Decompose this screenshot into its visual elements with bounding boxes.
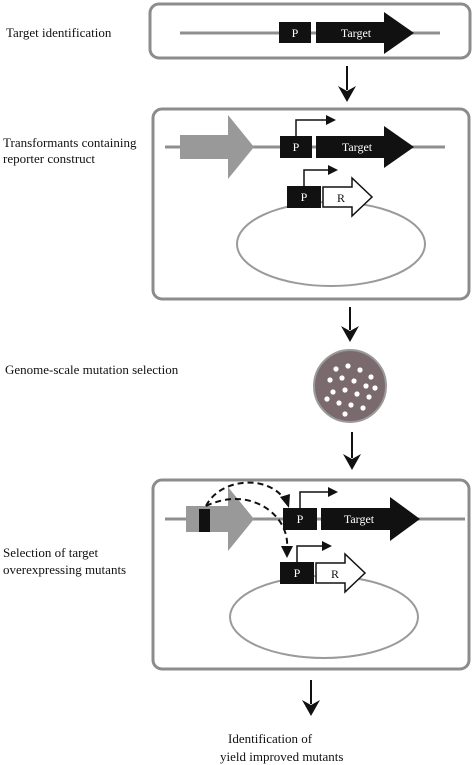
target-gene-label: Target [344, 512, 375, 526]
colony-dot [330, 389, 336, 395]
panel-transformants [151, 107, 471, 301]
reporter-gene-arrow [315, 552, 367, 594]
label-transformants-2: reporter construct [3, 151, 95, 166]
regulation-arrowhead-to-target [280, 494, 290, 508]
promoter-block [283, 508, 317, 530]
colonies [324, 363, 378, 417]
target-gene-arrow [321, 497, 420, 541]
target-gene-arrow [316, 12, 414, 54]
promoter-label: P [293, 140, 300, 154]
target-gene-label: Target [342, 140, 373, 154]
promoter-block [279, 22, 311, 43]
panel-mutant-selection [151, 478, 471, 671]
upstream-gene-arrow [186, 487, 254, 551]
label-transformants-1: Transformants containing [3, 135, 137, 150]
colony-dot [339, 375, 345, 381]
colony-dot [327, 377, 333, 383]
panel-target-identification [148, 2, 472, 60]
regulation-arrow-to-target [205, 481, 286, 507]
colony-dot [354, 391, 360, 397]
transcription-start-arrow [303, 169, 330, 186]
target-gene-label: Target [341, 26, 372, 40]
regulation-arrow-to-reporter [205, 498, 289, 549]
colony-dot [345, 363, 351, 369]
reporter-gene-arrow [322, 176, 374, 218]
reporter-promoter-block [287, 186, 321, 208]
colony-dot [324, 396, 330, 402]
target-gene-arrow [316, 126, 414, 168]
flow-arrowhead-1 [338, 86, 356, 102]
transcription-start-arrowhead [326, 115, 336, 125]
flow-arrowhead-4 [302, 700, 320, 716]
label-identification-2: yield improved mutants [220, 749, 343, 764]
transcription-start-arrowhead [328, 165, 338, 175]
reporter-gene-label: R [337, 191, 345, 205]
promoter-label: P [292, 26, 299, 40]
label-genome-scale-selection: Genome-scale mutation selection [5, 362, 179, 377]
transcription-start-arrow [295, 119, 328, 136]
colony-dot [342, 411, 348, 417]
label-selection-1: Selection of target [3, 545, 98, 560]
promoter-label: P [297, 512, 304, 526]
colony-dot [366, 394, 372, 400]
flow-arrowhead-2 [341, 326, 359, 342]
reporter-promoter-label: P [301, 190, 308, 204]
upstream-gene-arrow [180, 115, 254, 179]
regulation-arrowhead-to-reporter [281, 546, 293, 558]
colony-dot [357, 367, 363, 373]
mutation-site [199, 509, 210, 532]
colony-dot [360, 405, 366, 411]
transcription-start-arrowhead [328, 487, 338, 497]
transcription-start-arrowhead [322, 541, 332, 551]
flow-arrowhead-3 [343, 454, 361, 470]
reporter-promoter-block [280, 562, 314, 584]
colony-dot [351, 378, 357, 384]
colony-dot [363, 383, 369, 389]
transcription-start-arrow [296, 545, 324, 562]
colony-dot [336, 400, 342, 406]
promoter-block [280, 136, 312, 158]
petri-dish [313, 349, 387, 423]
reporter-promoter-label: P [294, 566, 301, 580]
reporter-gene-label: R [331, 567, 339, 581]
plasmid [229, 575, 419, 659]
colony-dot [342, 387, 348, 393]
plasmid [236, 201, 426, 287]
colony-dot [333, 366, 339, 372]
label-target-identification: Target identification [6, 25, 112, 40]
colony-dot [368, 374, 374, 380]
label-selection-2: overexpressing mutants [3, 562, 126, 577]
label-identification-1: Identification of [228, 731, 313, 746]
colony-dot [372, 385, 378, 391]
transcription-start-arrow [299, 491, 330, 508]
colony-dot [348, 402, 354, 408]
